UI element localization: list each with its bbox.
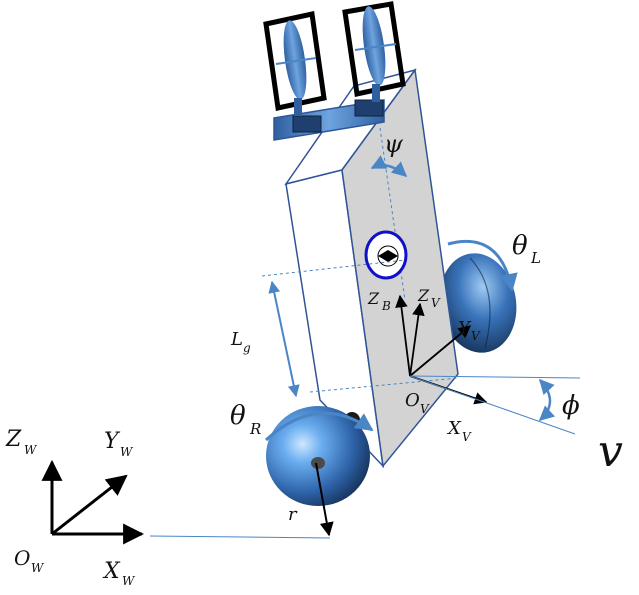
theta-l-label: θ — [512, 231, 528, 261]
zb-subscript: B — [381, 299, 391, 313]
zw-subscript: W — [24, 443, 38, 457]
zw-label: Z — [5, 427, 22, 452]
yv-subscript: V — [471, 329, 481, 343]
propeller-left — [263, 10, 327, 116]
phi-label: ϕ — [562, 391, 580, 421]
theta-r-subscript: R — [249, 420, 261, 438]
theta-r-label: θ — [230, 401, 246, 431]
yw-label: Y — [104, 429, 121, 454]
zv-label: Z — [417, 286, 430, 305]
ov-subscript: V — [420, 402, 430, 416]
yw-subscript: W — [120, 445, 134, 459]
lg-subscript: g — [243, 341, 251, 355]
vehicle-frame-axes: Z B Z V Y V O V X V ϕ v — [367, 286, 623, 477]
lg-label: L — [230, 329, 243, 350]
radius-label: r — [288, 504, 298, 525]
theta-l-indicator: θ L — [447, 231, 541, 292]
lg-dimension: L g — [230, 259, 459, 398]
zb-label: Z — [367, 289, 380, 308]
zv-subscript: V — [431, 296, 441, 310]
ow-subscript: W — [31, 561, 45, 575]
right-wheel: r θ R — [230, 401, 374, 537]
xw-subscript: W — [122, 574, 136, 588]
velocity-label: v — [598, 426, 623, 477]
ov-label: O — [405, 390, 420, 411]
world-frame-axes: Z W Y W O W X W — [5, 427, 331, 588]
psi-label: ψ — [384, 130, 404, 158]
center-of-gravity-marker — [364, 230, 408, 280]
yv-label: Y — [458, 318, 472, 339]
xv-label: X — [446, 418, 462, 439]
ow-label: O — [14, 546, 30, 570]
propeller-mount — [273, 99, 385, 141]
propeller-right — [342, 1, 406, 102]
xw-label: X — [102, 559, 121, 584]
xv-subscript: V — [462, 430, 472, 444]
theta-l-subscript: L — [530, 249, 541, 267]
